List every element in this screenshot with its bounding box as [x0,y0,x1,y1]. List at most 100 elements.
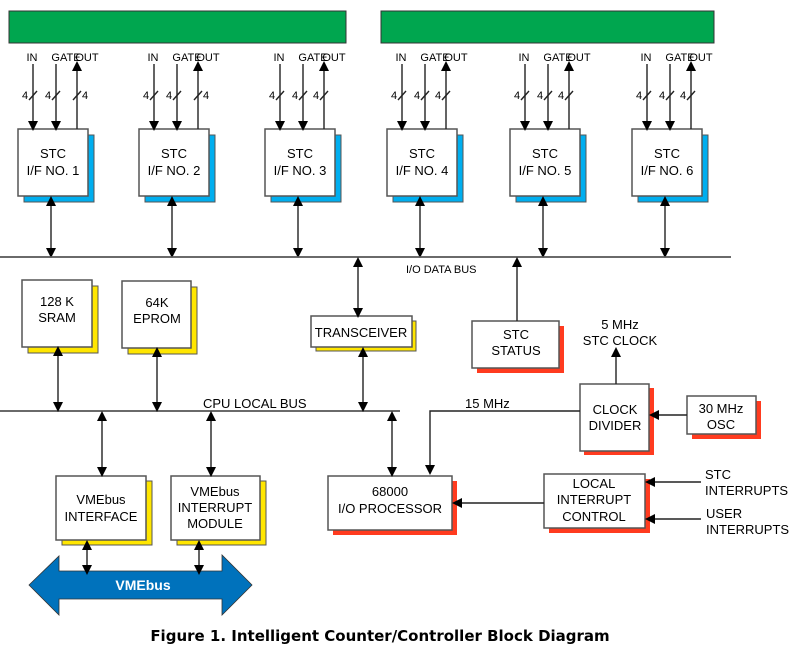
signal-label-out: OUT [75,52,99,64]
bus-width-slash [319,90,329,101]
bus-width-slash [51,90,61,101]
stc-title: STC [161,146,187,161]
stc-subtitle: I/F NO. 4 [396,163,449,178]
stc-clock-label-2: STC CLOCK [583,333,658,348]
bus-width-slash [298,90,308,101]
bus-width-slash [275,90,285,101]
connections [53,257,701,575]
eprom-line-1: 64K [145,295,168,310]
clock-divider-line-1: CLOCK [593,402,638,417]
oscillator-block: 30 MHz OSC [686,395,761,439]
stc-status-block: STC STATUS [471,320,564,373]
bus-width-slash [28,90,38,101]
stc-interrupts-label-1: STC [705,467,731,482]
user-interrupts-label-1: USER [706,506,742,521]
interrupt-control-line-2: INTERRUPT [557,492,631,507]
stc-clock-label-1: 5 MHz [601,317,639,332]
interrupt-control-line-3: CONTROL [562,509,626,524]
sram-line-2: SRAM [38,310,76,325]
stc-box [17,128,89,197]
processor-line-1: 68000 [372,484,408,499]
signal-label-out: OUT [567,52,591,64]
stc-box [138,128,210,197]
signal-label-out: OUT [444,52,468,64]
cpu-local-bus-label: CPU LOCAL BUS [203,396,307,411]
bus-width-slash [686,90,696,101]
eprom-block: 64K EPROM [121,280,198,355]
bus-width-label: 4 [680,90,686,102]
bus-width-label: 4 [45,90,51,102]
bus-width-slash [149,90,159,101]
bus-width-slash [642,90,652,101]
vmebus-arrow [28,554,253,616]
sram-line-1: 128 K [40,294,74,309]
vme-interrupt-block: VMEbus INTERRUPT MODULE [170,475,267,546]
signal-label-in: IN [519,52,530,64]
bus-width-slash [441,90,451,101]
stc-subtitle: I/F NO. 1 [27,163,80,178]
bus-width-slash [193,90,203,101]
bus-width-slash [72,90,82,101]
cpu-clock-label: 15 MHz [465,396,510,411]
cpu-clock-line [425,410,580,475]
bus-width-label: 4 [435,90,441,102]
signal-label-in: IN [641,52,652,64]
bus-width-label: 4 [166,90,172,102]
bus-width-label: 4 [22,90,28,102]
figure-caption: Figure 1. Intelligent Counter/Controller… [150,627,609,645]
connector-bar-right [380,10,715,44]
bus-width-slash [520,90,530,101]
signal-label-out: OUT [322,52,346,64]
interrupt-control-block: LOCAL INTERRUPT CONTROL [543,473,650,533]
bus-width-label: 4 [636,90,642,102]
osc-line-2: OSC [707,417,735,432]
bus-width-label: 4 [514,90,520,102]
stc-status-line-1: STC [503,327,529,342]
stc-title: STC [287,146,313,161]
stc-subtitle: I/F NO. 3 [274,163,327,178]
vmebus-label: VMEbus [115,577,170,593]
clock-divider-line-2: DIVIDER [589,418,642,433]
signal-label-in: IN [396,52,407,64]
signal-label-in: IN [148,52,159,64]
processor-line-2: I/O PROCESSOR [338,501,442,516]
stc-title: STC [409,146,435,161]
bus-width-label: 4 [391,90,397,102]
stc-status-line-2: STATUS [491,343,541,358]
bus-width-slash [397,90,407,101]
io-data-bus-label: I/O DATA BUS [406,264,477,276]
bus-width-label: 4 [82,90,88,102]
bus-width-label: 4 [659,90,665,102]
bus-width-label: 4 [313,90,319,102]
osc-line-1: 30 MHz [699,401,744,416]
stc-title: STC [654,146,680,161]
stc-subtitle: I/F NO. 5 [519,163,572,178]
eprom-line-2: EPROM [133,311,181,326]
stc-interrupts-label-2: INTERRUPTS [705,483,788,498]
vme-interrupt-line-2: INTERRUPT [178,500,252,515]
signal-label-in: IN [274,52,285,64]
stc-subtitle: I/F NO. 6 [641,163,694,178]
bus-width-label: 4 [143,90,149,102]
stc-box [509,128,581,197]
bus-width-label: 4 [292,90,298,102]
user-interrupts-label-2: INTERRUPTS [706,522,789,537]
bus-width-label: 4 [269,90,275,102]
vme-interrupt-line-3: MODULE [187,516,243,531]
bus-width-slash [665,90,675,101]
bus-width-label: 4 [203,90,209,102]
vme-interrupt-line-1: VMEbus [190,484,240,499]
sram-block: 128 K SRAM [21,279,99,354]
signal-label-out: OUT [689,52,713,64]
connector-bar-left [8,10,347,44]
signal-label-out: OUT [196,52,220,64]
bus-width-label: 4 [558,90,564,102]
bus-width-label: 4 [537,90,543,102]
transceiver-block: TRANSCEIVER [310,315,417,352]
bus-width-slash [172,90,182,101]
